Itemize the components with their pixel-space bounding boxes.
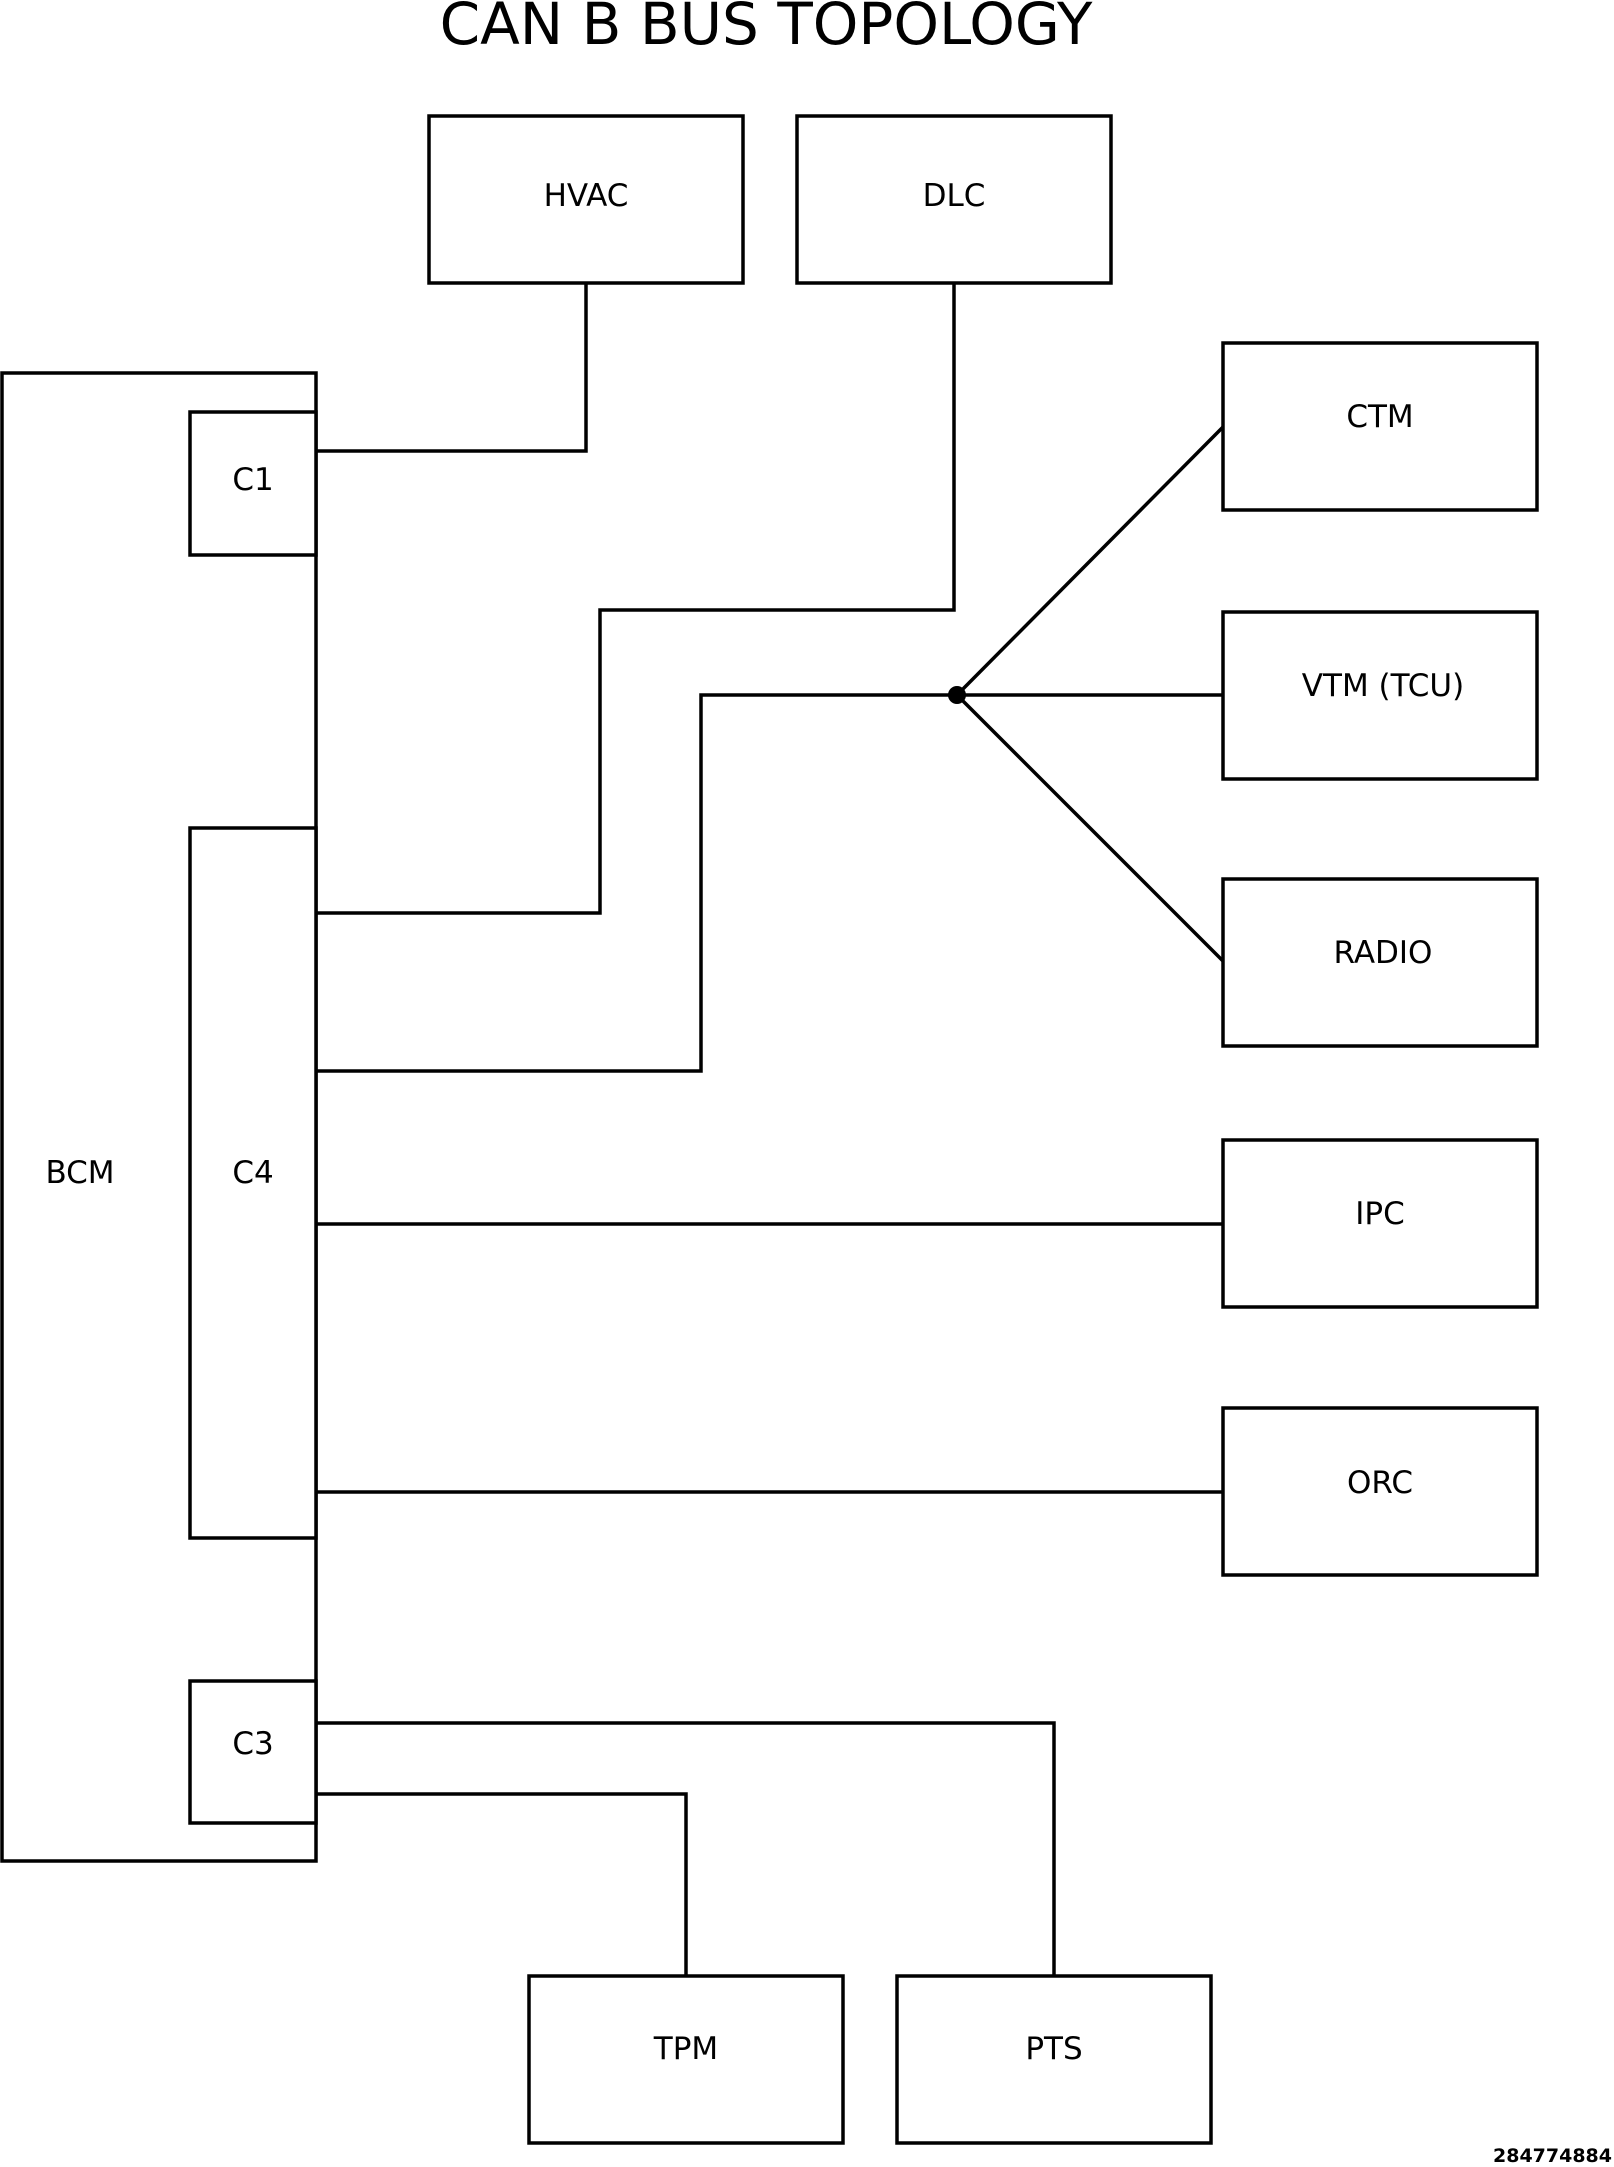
c4-connector-box: [188, 826, 318, 1540]
c3-connector-box: [188, 1679, 318, 1825]
tpm-module-label: TPM: [653, 2031, 718, 2067]
ctm-module-label: CTM: [1346, 399, 1413, 435]
c1-connector-label: C1: [232, 462, 273, 498]
c1-to-hvac-wire: [316, 283, 588, 453]
bcm-module-label: BCM: [45, 1155, 114, 1191]
radio-module-label: RADIO: [1334, 935, 1433, 971]
c1-connector-box: [188, 410, 318, 557]
c3-to-pts-wire: [316, 1721, 1056, 1976]
splice-to-radio-wire: [955, 693, 1225, 963]
pts-module-label: PTS: [1025, 2031, 1082, 2067]
c4-to-dlc-wire: [316, 283, 956, 915]
c3-to-tpm-wire: [316, 1792, 688, 1976]
ipc-module-box: [1221, 1138, 1539, 1309]
ipc-module-label: IPC: [1355, 1196, 1404, 1232]
c4-to-splice-wire: [316, 693, 957, 1073]
c4-connector-label: C4: [232, 1155, 273, 1191]
orc-module-box: [1221, 1406, 1539, 1577]
dlc-module-label: DLC: [923, 178, 986, 214]
diagram-title: CAN B BUS TOPOLOGY: [440, 0, 1093, 58]
hvac-module-label: HVAC: [544, 178, 629, 214]
splice-point: [948, 686, 966, 704]
c3-connector-label: C3: [232, 1726, 273, 1762]
figure-number: 284774884: [1493, 2145, 1612, 2167]
dlc-module-box: [795, 114, 1113, 285]
pts-module-box: [895, 1974, 1213, 2145]
vtm-tcu-module-label: VTM (TCU): [1302, 668, 1464, 704]
tpm-module-box: [527, 1974, 845, 2145]
ctm-module-box: [1221, 341, 1539, 512]
splice-to-ctm-wire: [955, 425, 1225, 697]
orc-module-label: ORC: [1347, 1465, 1413, 1501]
radio-module-box: [1221, 877, 1539, 1048]
